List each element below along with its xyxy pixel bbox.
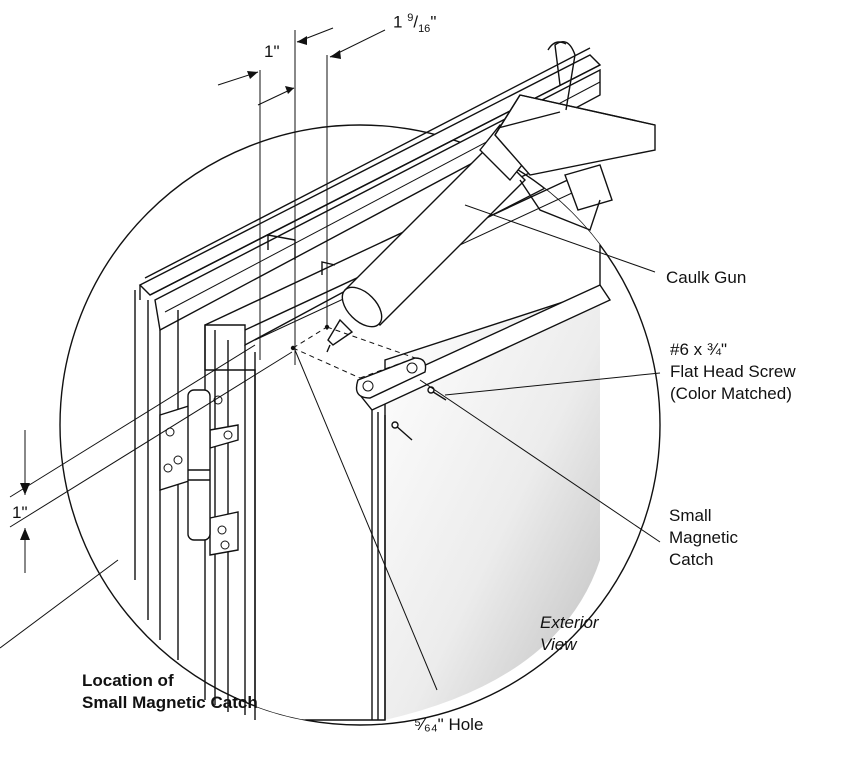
label-caulk-gun: Caulk Gun bbox=[666, 268, 747, 287]
label-screw: #6 x ¾" Flat Head Screw (Color Matched) bbox=[670, 339, 796, 405]
top-frame bbox=[138, 47, 602, 350]
door-bottom-rail bbox=[358, 284, 612, 720]
dim-1-9-16: 1 9/16" bbox=[393, 12, 437, 36]
label-location-line1: Location of bbox=[82, 671, 174, 690]
label-screw-note: (Color Matched) bbox=[670, 384, 792, 403]
caulk-gun bbox=[326, 41, 656, 353]
leader-lines bbox=[0, 204, 661, 691]
dashed-projection bbox=[290, 324, 416, 379]
detail-circle bbox=[59, 124, 661, 726]
label-magnetic-catch: Small Magnetic Catch bbox=[669, 505, 738, 571]
label-view: View bbox=[540, 635, 577, 654]
top-dimensions bbox=[217, 27, 386, 365]
dim-top-1: 1" bbox=[264, 42, 280, 61]
magnetic-catch bbox=[355, 357, 427, 399]
label-exterior: Exterior bbox=[540, 613, 599, 632]
label-catch-line1: Small bbox=[669, 506, 712, 525]
label-location-line2: Small Magnetic Catch bbox=[82, 693, 258, 712]
label-hole: ⁵⁄₆₄" Hole bbox=[414, 715, 484, 734]
label-catch-line2: Magnetic bbox=[669, 528, 738, 547]
label-screw-type: Flat Head Screw bbox=[670, 362, 796, 381]
dim-side-1: 1" bbox=[12, 503, 28, 522]
side-dimensions bbox=[9, 344, 293, 573]
hinge bbox=[159, 389, 239, 556]
label-exterior-view: Exterior View bbox=[540, 612, 599, 656]
label-location: Location of Small Magnetic Catch bbox=[82, 670, 258, 714]
label-catch-line3: Catch bbox=[669, 550, 714, 569]
label-screw-size: #6 x ¾" bbox=[670, 340, 728, 359]
glass-panel bbox=[385, 290, 600, 720]
